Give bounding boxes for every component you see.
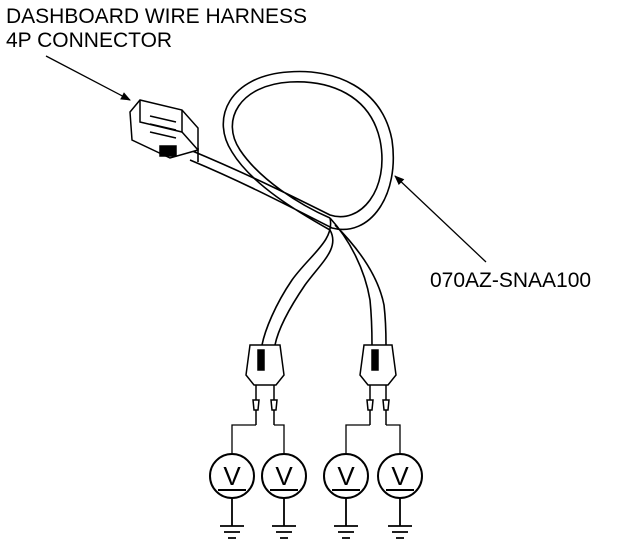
ground-symbols xyxy=(220,498,412,539)
ground-icon xyxy=(272,498,296,539)
ground-icon xyxy=(388,498,412,539)
voltmeter-4: V xyxy=(377,453,423,499)
ground-icon xyxy=(334,498,358,539)
voltmeter-2-glyph: V xyxy=(275,461,293,491)
right-test-plug xyxy=(359,344,397,425)
voltmeter-3-glyph: V xyxy=(337,461,355,491)
ground-icon xyxy=(220,498,244,539)
meter-leads xyxy=(231,424,401,455)
voltmeter-3: V xyxy=(323,453,369,499)
left-test-plug xyxy=(245,344,285,425)
dashboard-4p-connector xyxy=(129,99,199,159)
voltmeter-4-glyph: V xyxy=(391,461,409,491)
voltmeter-2: V xyxy=(261,453,307,499)
tool-leader-line xyxy=(394,175,487,263)
harness-cable xyxy=(189,70,394,346)
voltmeter-1: V xyxy=(209,453,255,499)
connector-callout-line2: 4P CONNECTOR xyxy=(6,29,173,52)
connector-callout-line1: DASHBOARD WIRE HARNESS xyxy=(6,5,308,28)
connector-leader-line xyxy=(45,55,131,101)
voltmeter-1-glyph: V xyxy=(223,461,241,491)
tool-part-number-label: 070AZ-SNAA100 xyxy=(430,269,592,292)
